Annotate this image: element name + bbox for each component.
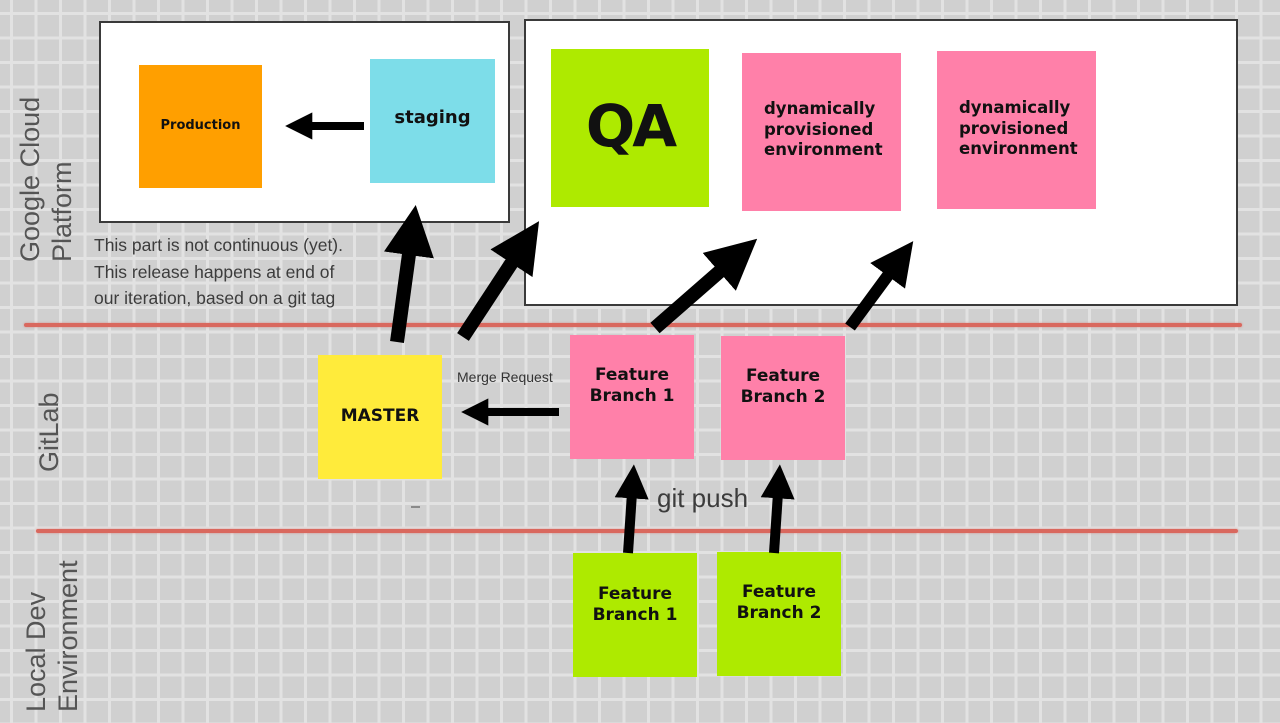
dynamic-environment-label-2: dynamically provisioned environment — [959, 98, 1078, 159]
production-note[interactable]: Production — [139, 65, 262, 188]
master-branch-note[interactable]: MASTER — [318, 355, 442, 479]
release-note: This part is not continuous (yet). This … — [94, 232, 343, 312]
local-feature-branch-1-label: Feature Branch 1 — [592, 583, 678, 625]
qa-label: QA — [585, 91, 677, 160]
dynamic-environment-label-1: dynamically provisioned environment — [764, 99, 883, 160]
gitlab-feature-branch-1-note[interactable]: Feature Branch 1 — [570, 335, 694, 459]
git-push-label: git push — [657, 483, 749, 513]
gitlab-feature-branch-2-note[interactable]: Feature Branch 2 — [721, 336, 845, 460]
qa-note[interactable]: QA — [551, 49, 709, 207]
production-label: Production — [160, 118, 241, 134]
arrow-feature-branch-1-to-dynamic-env-1 — [650, 238, 758, 334]
arrow-feature-branch-2-to-dynamic-env-2 — [845, 241, 914, 331]
gitlab-feature-branch-1-label: Feature Branch 1 — [589, 364, 675, 406]
merge-request-label: Merge Request — [457, 369, 553, 385]
gitlab-feature-branch-2-label: Feature Branch 2 — [740, 365, 826, 407]
dynamic-environment-note-1[interactable]: dynamically provisioned environment — [742, 53, 901, 211]
staging-label: staging — [394, 106, 471, 128]
local-feature-branch-2-note[interactable]: Feature Branch 2 — [717, 552, 841, 676]
arrow-master-to-staging — [383, 205, 434, 343]
release-note-line-1: This part is not continuous (yet). — [94, 235, 343, 255]
lane-divider-gitlab-local — [36, 529, 1238, 533]
lane-divider-gcp-gitlab — [24, 323, 1242, 327]
release-note-line-2: This release happens at end of — [94, 261, 335, 282]
release-note-line-3: our iteration, based on a git tag — [94, 288, 336, 308]
local-feature-branch-1-note[interactable]: Feature Branch 1 — [573, 553, 697, 677]
local-feature-branch-2-label: Feature Branch 2 — [736, 581, 822, 623]
master-label: MASTER — [340, 406, 420, 427]
arrow-master-to-qa — [457, 221, 540, 341]
dynamic-environment-note-2[interactable]: dynamically provisioned environment — [937, 51, 1096, 209]
staging-note[interactable]: staging — [370, 59, 495, 183]
arrow-git-push-branch-2 — [760, 464, 795, 554]
arrow-git-push-branch-1 — [614, 464, 649, 554]
